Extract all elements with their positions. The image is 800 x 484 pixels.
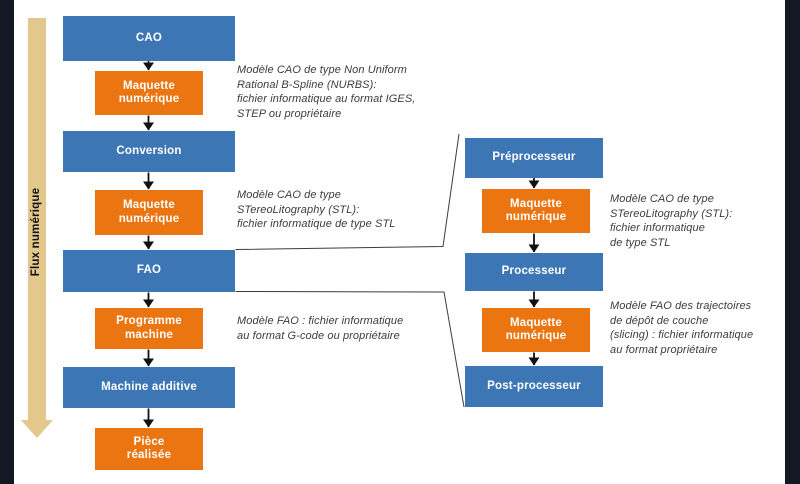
- flow-box-fao: FAO: [63, 250, 235, 292]
- left-frame-band: [0, 0, 14, 484]
- annotation-stl: Modèle CAO de type STereoLitography (STL…: [237, 189, 396, 231]
- flow-box-processeur: Processeur: [465, 253, 603, 291]
- flow-box-programme-machine: Programme machine: [95, 308, 203, 349]
- flow-box-maquette-numerique-3: Maquette numérique: [482, 189, 590, 233]
- flow-box-conversion: Conversion: [63, 131, 235, 172]
- flow-box-preprocesseur: Préprocesseur: [465, 138, 603, 178]
- flow-box-maquette-numerique-4: Maquette numérique: [482, 308, 590, 352]
- flow-box-machine-additive: Machine additive: [63, 367, 235, 408]
- flux-arrow: [21, 18, 53, 438]
- annotation-nurbs: Modèle CAO de type Non Uniform Rational …: [237, 64, 416, 120]
- flow-box-post-processeur: Post-processeur: [465, 366, 603, 407]
- flow-arrows: [143, 60, 540, 428]
- flow-box-maquette-numerique-1: Maquette numérique: [95, 71, 203, 115]
- flow-box-maquette-numerique-2: Maquette numérique: [95, 190, 203, 235]
- annotation-stl-detail: Modèle CAO de type STereoLitography (STL…: [610, 193, 733, 249]
- detail-link-lines: [235, 133, 465, 408]
- right-frame-band: [785, 0, 800, 484]
- annotation-gcode: Modèle FAO : fichier informatique au for…: [237, 315, 404, 342]
- annotation-slicing: Modèle FAO des trajectoires de dépôt de …: [610, 300, 754, 356]
- flow-box-piece-realisee: Pièce réalisée: [95, 428, 203, 470]
- flow-box-cao: CAO: [63, 16, 235, 61]
- flux-axis-label: Flux numérique: [30, 187, 42, 277]
